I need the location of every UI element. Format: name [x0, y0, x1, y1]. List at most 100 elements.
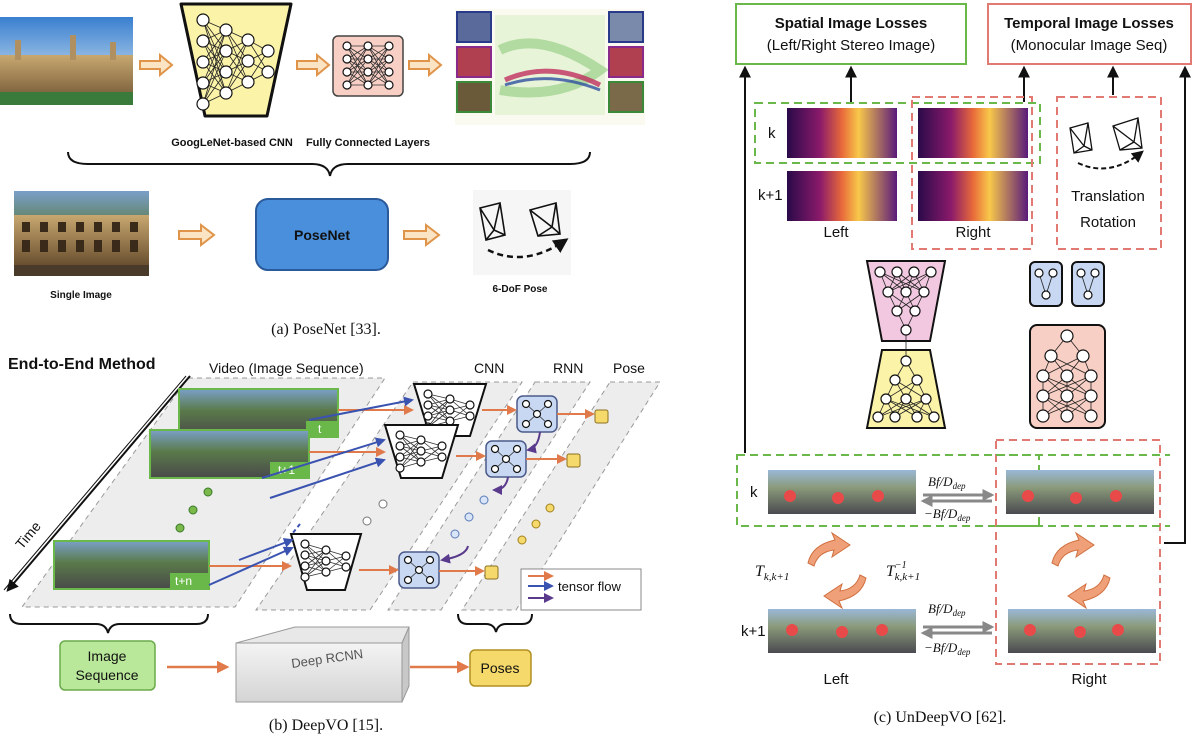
- flow-arrow-icon: [139, 52, 174, 78]
- depth-left-k1: [787, 171, 897, 221]
- neuron-node: [512, 464, 522, 474]
- fc-network-icon: [342, 41, 394, 90]
- video-label: Video (Image Sequence): [209, 360, 364, 376]
- neuron-node: [521, 399, 531, 409]
- neuron-node: [300, 572, 310, 582]
- sequence-dots: [175, 487, 213, 533]
- grouping-brace: [67, 151, 591, 177]
- translation-label: Translation: [1071, 188, 1145, 205]
- neuron-node: [918, 286, 930, 298]
- neuron-node: [909, 305, 921, 317]
- cnn-unit-n: [289, 533, 363, 591]
- neuron-node: [889, 374, 901, 386]
- panel-b-deepvo: End-to-End Method Video (Image Sequence)…: [3, 356, 661, 734]
- dashed-connector: [291, 523, 301, 535]
- image-brace: [9, 613, 209, 634]
- neuron-node: [196, 55, 210, 69]
- neuron-node: [1036, 369, 1050, 383]
- legend: tensor flow: [520, 568, 642, 611]
- pose-output-2: [566, 453, 581, 468]
- loss-arrows: [739, 65, 1191, 544]
- bottom-label-left: Left: [823, 671, 849, 688]
- neuron-node: [241, 33, 255, 47]
- cycle-right-icon: [1051, 531, 1111, 610]
- neuron-node: [465, 411, 475, 421]
- neuron-node: [196, 13, 210, 27]
- neuron-node: [363, 41, 373, 51]
- svg-text:t: t: [318, 422, 322, 436]
- neuron-node: [321, 567, 331, 577]
- neuron-node: [1083, 290, 1093, 300]
- neuron-node: [342, 54, 352, 64]
- bottom-label-right: Right: [1071, 671, 1107, 688]
- neuron-node: [384, 67, 394, 77]
- neuron-node: [1044, 349, 1058, 363]
- neuron-node: [874, 266, 886, 278]
- neuron-node: [384, 41, 394, 51]
- neuron-node: [341, 562, 351, 572]
- neuron-node: [342, 41, 352, 51]
- neuron-node: [341, 551, 351, 561]
- spatial-title: Spatial Image Losses: [775, 15, 928, 32]
- neuron-node: [363, 54, 373, 64]
- fc-label: Fully Connected Layers: [306, 137, 430, 149]
- spatial-pair-k: [754, 102, 1041, 164]
- flow-arrow-icon: [403, 222, 441, 248]
- rnn-column-label: RNN: [553, 360, 583, 376]
- temporal-title: Temporal Image Losses: [1004, 15, 1174, 32]
- neuron-node: [1084, 409, 1098, 423]
- image-sequence-box: [59, 640, 156, 691]
- disparity-k1: Bf/Ddep −Bf/Ddep: [920, 601, 995, 657]
- neuron-node: [219, 23, 233, 37]
- temporal-losses-box: [987, 3, 1192, 65]
- image-left-k1: [768, 609, 916, 653]
- neuron-node: [437, 441, 447, 451]
- single-image-label: Single Image: [50, 290, 112, 301]
- neuron-node: [423, 400, 433, 410]
- neuron-node: [532, 409, 542, 419]
- neuron-node: [1076, 349, 1090, 363]
- column-label-right: Right: [955, 224, 991, 241]
- neuron-node: [1034, 268, 1044, 278]
- neuron-node: [900, 324, 912, 336]
- poses-box: [469, 649, 532, 687]
- neuron-node: [1090, 268, 1100, 278]
- neuron-node: [512, 444, 522, 454]
- temporal-region-right: [995, 439, 1161, 665]
- neuron-node: [414, 565, 424, 575]
- neuron-node: [261, 65, 275, 79]
- svg-text:−Bf/Ddep: −Bf/Ddep: [924, 640, 971, 657]
- neuron-node: [403, 555, 413, 565]
- neuron-node: [300, 561, 310, 571]
- neuron-node: [403, 575, 413, 585]
- svg-text:t+n: t+n: [175, 574, 192, 588]
- flow-arrow-icon: [178, 222, 216, 248]
- frame-t1: t+1: [149, 429, 310, 479]
- neuron-node: [437, 452, 447, 462]
- deep-rcnn-box: Deep RCNN: [235, 626, 410, 703]
- panel-c-undeepvo: Spatial Image Losses (Left/Right Stereo …: [735, 3, 1192, 726]
- neuron-node: [1076, 268, 1086, 278]
- svg-text:Bf/Ddep: Bf/Ddep: [928, 601, 966, 618]
- neuron-node: [321, 556, 331, 566]
- neuron-node: [423, 411, 433, 421]
- rnn-dots: [450, 495, 489, 539]
- pose-camera-icon: [473, 190, 571, 275]
- spatial-region-k: [736, 454, 1040, 527]
- neuron-node: [490, 464, 500, 474]
- neuron-node: [395, 430, 405, 440]
- pose-visualization: [455, 9, 645, 125]
- neuron-node: [384, 54, 394, 64]
- depth-right-k: [918, 108, 1028, 158]
- neuron-node: [219, 86, 233, 100]
- flow-arrow-icon: [296, 52, 331, 78]
- pose-network: [1029, 261, 1106, 429]
- pose-brace: [457, 613, 533, 633]
- image-sequence-label-1: Image: [88, 648, 127, 664]
- neuron-node: [395, 441, 405, 451]
- cnn-unit-2: [383, 424, 460, 479]
- caption-b: (b) DeepVO [15].: [269, 717, 383, 734]
- transform-left-label: Tk,k+1: [755, 563, 789, 583]
- neuron-node: [196, 34, 210, 48]
- pose-lane: [461, 381, 661, 611]
